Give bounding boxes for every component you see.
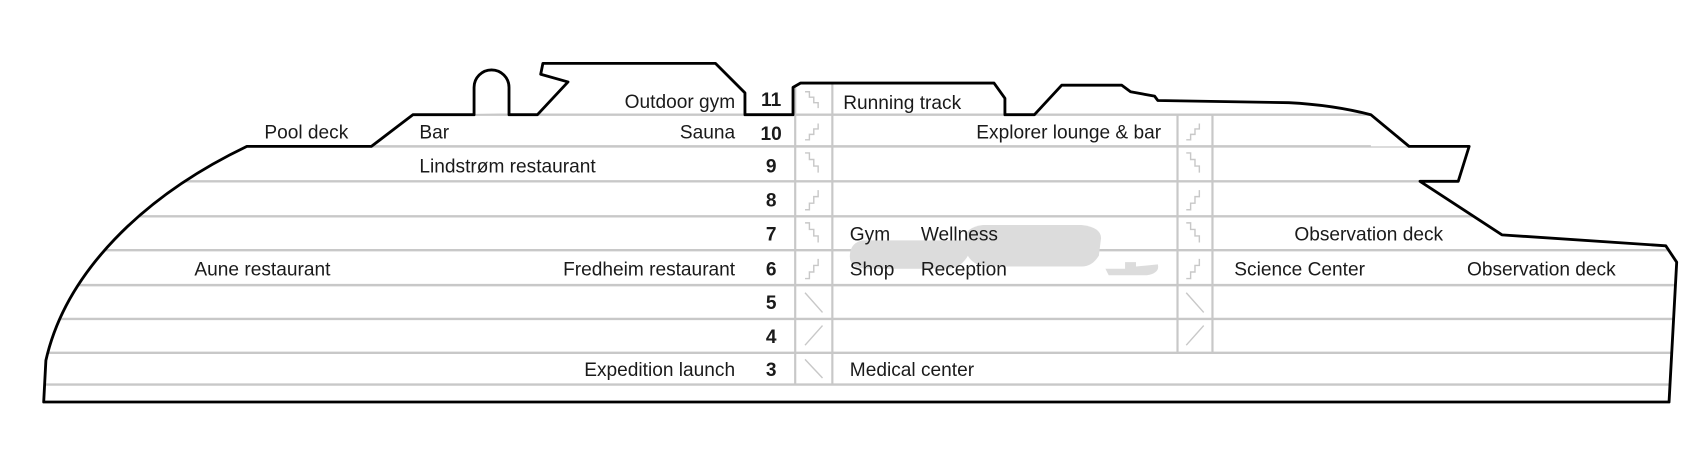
- label-wellness: Wellness: [921, 224, 998, 245]
- label-medical-center: Medical center: [850, 360, 975, 381]
- deck-number: 9: [766, 157, 777, 178]
- label-expedition-launch: Expedition launch: [584, 360, 735, 381]
- label-reception: Reception: [921, 259, 1007, 280]
- deck-number: 11: [761, 90, 782, 111]
- deck-number: 8: [766, 190, 777, 211]
- label-shop: Shop: [850, 259, 895, 280]
- deck-number: 10: [761, 124, 782, 145]
- label-observation-deck-7: Observation deck: [1294, 224, 1443, 245]
- label-bar: Bar: [419, 123, 449, 144]
- label-running-track: Running track: [843, 93, 961, 114]
- deck-number: 6: [766, 259, 777, 280]
- deck-number: 5: [766, 293, 777, 314]
- deck-numbers: 11 10 9 8 7 6 5 4 3: [761, 90, 782, 381]
- label-explorer-lounge: Explorer lounge & bar: [976, 123, 1161, 144]
- area-labels: Outdoor gym Running track Pool deck Bar …: [194, 92, 1616, 381]
- watermark-ship-shapes: [849, 225, 1159, 276]
- deck-number: 4: [766, 327, 777, 348]
- label-outdoor-gym: Outdoor gym: [625, 92, 735, 113]
- label-observation-deck-6: Observation deck: [1467, 259, 1616, 280]
- label-gym: Gym: [850, 224, 890, 245]
- ship-outline: [42, 61, 1679, 404]
- deck-number: 7: [766, 224, 777, 245]
- label-pool-deck: Pool deck: [264, 123, 348, 144]
- stair-shaft-aft: [1176, 114, 1214, 353]
- stair-shaft-forward: [794, 83, 834, 385]
- label-fredheim-restaurant: Fredheim restaurant: [563, 259, 736, 280]
- label-aune-restaurant: Aune restaurant: [194, 259, 331, 280]
- label-sauna: Sauna: [680, 123, 736, 144]
- deck-number: 3: [766, 360, 777, 381]
- label-lindstrom-restaurant: Lindstrøm restaurant: [419, 157, 596, 178]
- label-science-center: Science Center: [1234, 259, 1365, 280]
